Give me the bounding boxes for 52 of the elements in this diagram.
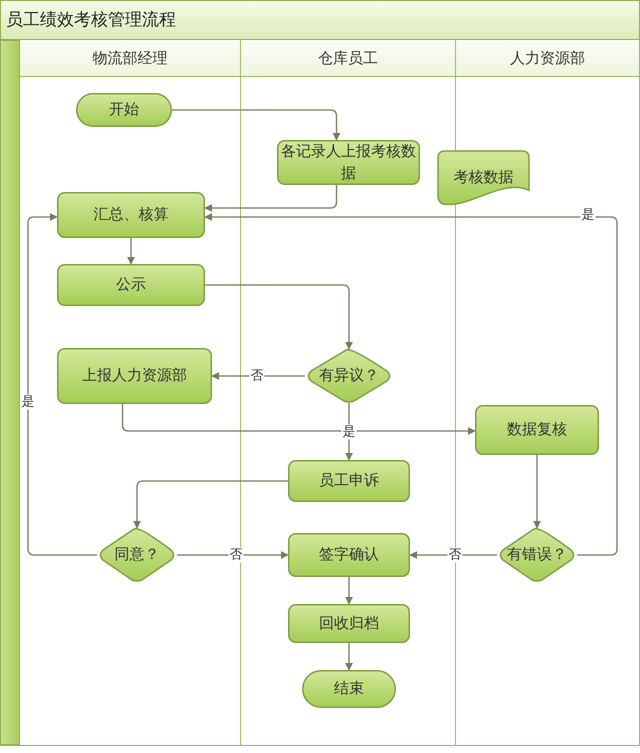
node-label: 回收归档 (318, 612, 380, 634)
node-label: 有异议？ (318, 365, 380, 386)
arrow (127, 238, 135, 265)
edge-label: 是 (342, 424, 356, 440)
arrow (204, 185, 338, 212)
decision-diamond (497, 528, 577, 582)
lane-header: 仓库员工 (241, 40, 455, 77)
process-box (288, 460, 410, 502)
node-label: 考核数据 (452, 167, 514, 188)
process-box (475, 405, 599, 455)
arrow (345, 643, 353, 671)
node-label: 员工申诉 (318, 470, 380, 492)
node-label: 同意？ (114, 544, 160, 566)
terminator-shape (76, 93, 172, 127)
arrow (205, 284, 353, 350)
terminator-shape (302, 670, 396, 708)
decision-diamond (305, 349, 393, 403)
node-label: 公示 (115, 274, 147, 296)
lane-header: 人力资源部 (456, 40, 639, 77)
process-box (57, 264, 205, 306)
arrow (27, 213, 97, 556)
node-label: 数据复核 (506, 419, 568, 440)
arrow (172, 109, 340, 141)
arrow (177, 551, 289, 559)
process-box (288, 533, 410, 577)
arrow (133, 480, 288, 529)
lane-header: 物流部经理 (20, 40, 240, 77)
process-box (288, 604, 410, 643)
edge-label: 否 (448, 548, 462, 562)
node-label: 各记录人上报考核数据 (280, 140, 417, 184)
edge-label: 否 (250, 368, 264, 384)
diagram-title: 员工绩效考核管理流程 (6, 9, 176, 31)
arrow (345, 577, 353, 605)
swimlane (20, 40, 241, 746)
node-label: 开始 (108, 99, 140, 120)
arrow (204, 213, 618, 556)
decision-diamond (97, 528, 177, 582)
node-label: 结束 (333, 678, 365, 700)
node-label: 有错误？ (506, 544, 568, 566)
node-label: 签字确认 (318, 544, 380, 566)
edge-label: 是 (580, 208, 596, 222)
node-label: 汇总、核算 (92, 204, 170, 226)
edge-label: 否 (228, 548, 244, 562)
arrow (211, 372, 305, 380)
arrow (122, 404, 476, 435)
arrow (409, 551, 497, 559)
node-label: 上报人力资源部 (81, 365, 188, 386)
edge-label: 是 (20, 394, 36, 410)
arrow (533, 455, 541, 529)
document-shape (437, 150, 530, 206)
process-box (57, 348, 212, 404)
process-box (57, 192, 205, 238)
